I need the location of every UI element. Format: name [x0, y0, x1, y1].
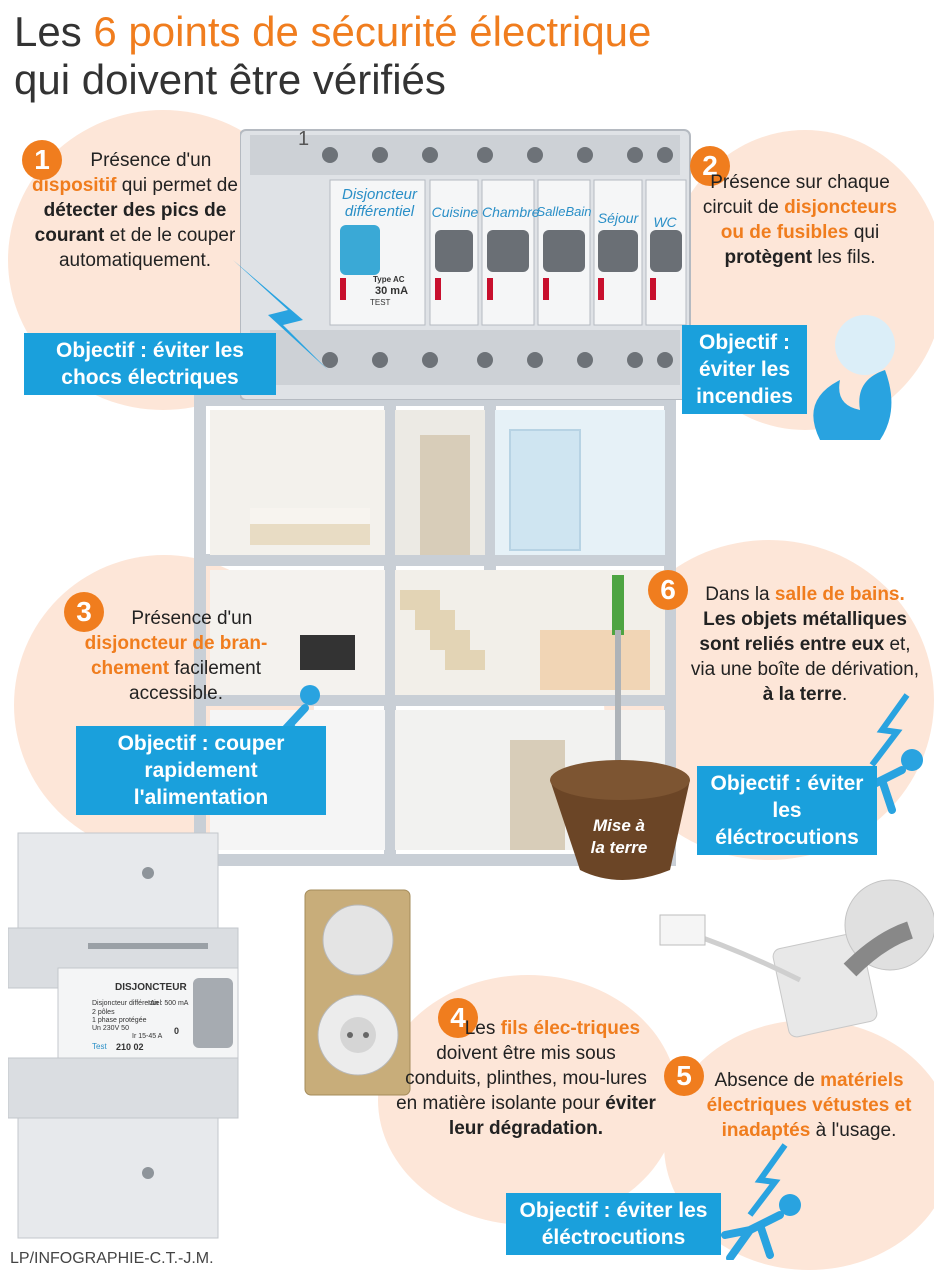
module-rating-label: 30 mA	[375, 285, 409, 297]
meter-spec4: Un 230V 50	[92, 1025, 129, 1032]
point-1-number: 1	[22, 140, 62, 180]
point-1-objective: Objectif : éviter les chocs électriques	[24, 333, 276, 395]
meter-spec2: 2 pôles	[92, 1009, 115, 1016]
meter-code: 210 02	[116, 1042, 144, 1052]
point-4-text: Les fils élec-triques doivent être mis s…	[396, 1018, 656, 1139]
old-wiring-illustration	[659, 879, 934, 1038]
panel-slot-number: 1	[298, 128, 310, 150]
breaker-label-cuisine: Cuisine	[431, 204, 479, 220]
meter-rating: Ir 15-45 A	[132, 1033, 163, 1040]
bubble-4	[378, 975, 678, 1225]
electrocuted-person-icon-6	[843, 693, 923, 819]
breaker-label-differentiel: Disjoncteur différentiel	[341, 186, 418, 220]
main-breaker-meter	[8, 832, 239, 1239]
meter-test: Test	[92, 1042, 107, 1051]
ground-label: Mise à la terre	[590, 816, 648, 857]
point-5-text: Absence de matériels électriques vétuste…	[706, 1070, 912, 1141]
meter-idelta: IΔn : 500 mA	[148, 1000, 189, 1007]
point-2-text: Présence sur chaque circuit de disjoncte…	[702, 172, 898, 268]
ground-rod-illustration	[550, 575, 690, 880]
page-title: Les 6 points de sécurité électrique qui …	[14, 8, 652, 103]
title-highlight: 6 points de sécurité électrique	[93, 8, 652, 55]
point-2-objective: Objectif : éviter les incendies	[682, 325, 807, 414]
breaker-label-sejour: Séjour	[597, 210, 639, 226]
point-3-text: Présence d'un disjoncteur de bran-chemen…	[84, 608, 268, 704]
breaker-label-sallebain: SalleBain	[536, 204, 592, 219]
meter-brand: DISJONCTEUR	[115, 982, 187, 993]
point-5-number: 5	[664, 1056, 704, 1096]
point-6-number: 6	[648, 570, 688, 610]
point-4-number: 4	[438, 998, 478, 1038]
point-6-text: Dans la salle de bains. Les objets métal…	[690, 584, 920, 705]
meter-spec3: 1 phase protégée	[92, 1017, 147, 1024]
point-3-number: 3	[64, 592, 104, 632]
spark-icon	[233, 260, 328, 370]
point-3-objective: Objectif : couper rapidement l'alimentat…	[76, 726, 326, 815]
point-1-text: Présence d'un dispositif qui permet de d…	[32, 150, 238, 271]
breaker-label-wc: WC	[653, 214, 677, 230]
electrical-panel	[240, 129, 691, 400]
electrocuted-person-icon-5	[721, 1143, 801, 1260]
meter-spec1: Disjoncteur différentiel	[92, 1000, 162, 1007]
point-6-objective: Objectif : éviter les éléctrocutions	[697, 766, 877, 855]
title-line2: qui doivent être vérifiés	[14, 56, 446, 103]
fire-icon	[813, 315, 895, 440]
breaker-label-chambre: Chambre	[482, 204, 540, 220]
module-test-label: TEST	[370, 298, 391, 307]
module-type-label: Type AC	[373, 275, 405, 284]
meter-zero: 0	[174, 1026, 180, 1036]
point-2-number: 2	[690, 146, 730, 186]
point-5-objective: Objectif : éviter les éléctrocutions	[506, 1193, 721, 1255]
switch-outlet-illustration	[304, 889, 411, 1096]
credit: LP/INFOGRAPHIE-C.T.-J.M.	[10, 1250, 214, 1267]
